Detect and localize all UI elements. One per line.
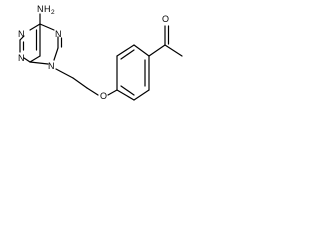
atom-n9: N — [48, 61, 55, 71]
bond-ar3-ar4 — [133, 44, 150, 57]
bond-ar6-ar1 — [116, 89, 135, 101]
bond-ar5-ar6 — [133, 89, 150, 101]
atom-n3: N — [18, 53, 25, 63]
bond-ar-inner-3 — [120, 85, 135, 96]
bond-n3-c4 — [23, 57, 31, 63]
bond-ar4-carbonyl — [148, 44, 166, 57]
bond-c8-n9 — [53, 47, 59, 61]
bond-ar-inner-1 — [120, 49, 135, 60]
atom-labels: N H 2 N N N N O O — [18, 4, 169, 101]
bond-c5-n7 — [39, 23, 55, 31]
atom-ether-o: O — [100, 91, 107, 101]
bond-o-aryl — [107, 89, 118, 96]
bond-lines — [19, 13, 183, 101]
atom-n7: N — [55, 29, 62, 39]
atom-carbonyl-o: O — [162, 14, 169, 24]
chemical-structure: N H 2 N N N N O O — [18, 4, 183, 101]
atom-amino-h: H — [44, 4, 51, 14]
bond-c6-n1 — [29, 23, 41, 31]
bond-ch2-o — [86, 87, 99, 96]
bond-c4-c5 — [29, 55, 41, 63]
bond-n9-ch2 — [55, 68, 74, 79]
bond-carbonyl-methyl — [164, 44, 183, 57]
bond-n1-c2 — [19, 35, 25, 41]
bond-ch2-ch2 — [72, 77, 88, 89]
atom-amino-subscript: 2 — [51, 9, 55, 16]
bond-ar2-ar3 — [116, 44, 135, 57]
bond-n9-c4 — [29, 61, 49, 65]
atom-amino-n: N — [37, 4, 44, 14]
atom-n1: N — [18, 29, 25, 39]
